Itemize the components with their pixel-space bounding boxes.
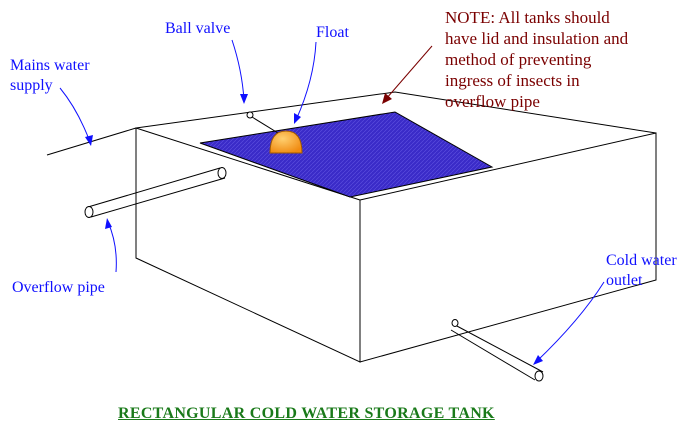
- float: [269, 130, 303, 154]
- note-arrowhead: [382, 93, 392, 104]
- cold-water-outlet-pipe: [450, 319, 544, 382]
- ball-valve-label: Ball valve: [165, 20, 231, 37]
- note-line-5: overflow pipe: [445, 92, 540, 111]
- note-line-3: method of preventing: [445, 50, 592, 69]
- tank-right-face: [359, 132, 657, 363]
- overflow-pipe: [84, 167, 227, 218]
- tank-rim: [135, 91, 657, 134]
- cold-water-outlet-label: Cold water outlet: [606, 251, 677, 291]
- float-arm: [251, 116, 279, 134]
- leader-arrowheads: [85, 94, 543, 365]
- note-arrow: [385, 45, 433, 100]
- float-label: Float: [316, 24, 349, 41]
- note-line-4: ingress of insects in: [445, 71, 580, 90]
- note-line-1: NOTE: All tanks should: [445, 8, 610, 27]
- mains-water-supply-line-2: supply: [10, 77, 53, 94]
- overflow-pipe-label: Overflow pipe: [12, 279, 105, 296]
- note-line-2: have lid and insulation and: [445, 29, 629, 48]
- diagram-title: RECTANGULAR COLD WATER STORAGE TANK: [118, 405, 495, 422]
- mains-water-supply-label: Mains water supply: [10, 56, 90, 96]
- note-text: NOTE: All tanks should have lid and insu…: [445, 7, 628, 112]
- mains-water-supply-line-1: Mains water: [10, 57, 90, 74]
- cold-water-outlet-line-1: Cold water: [606, 252, 677, 269]
- water-surface: [199, 111, 494, 198]
- cold-water-outlet-line-2: outlet: [606, 272, 643, 289]
- ball-valve: [246, 111, 254, 119]
